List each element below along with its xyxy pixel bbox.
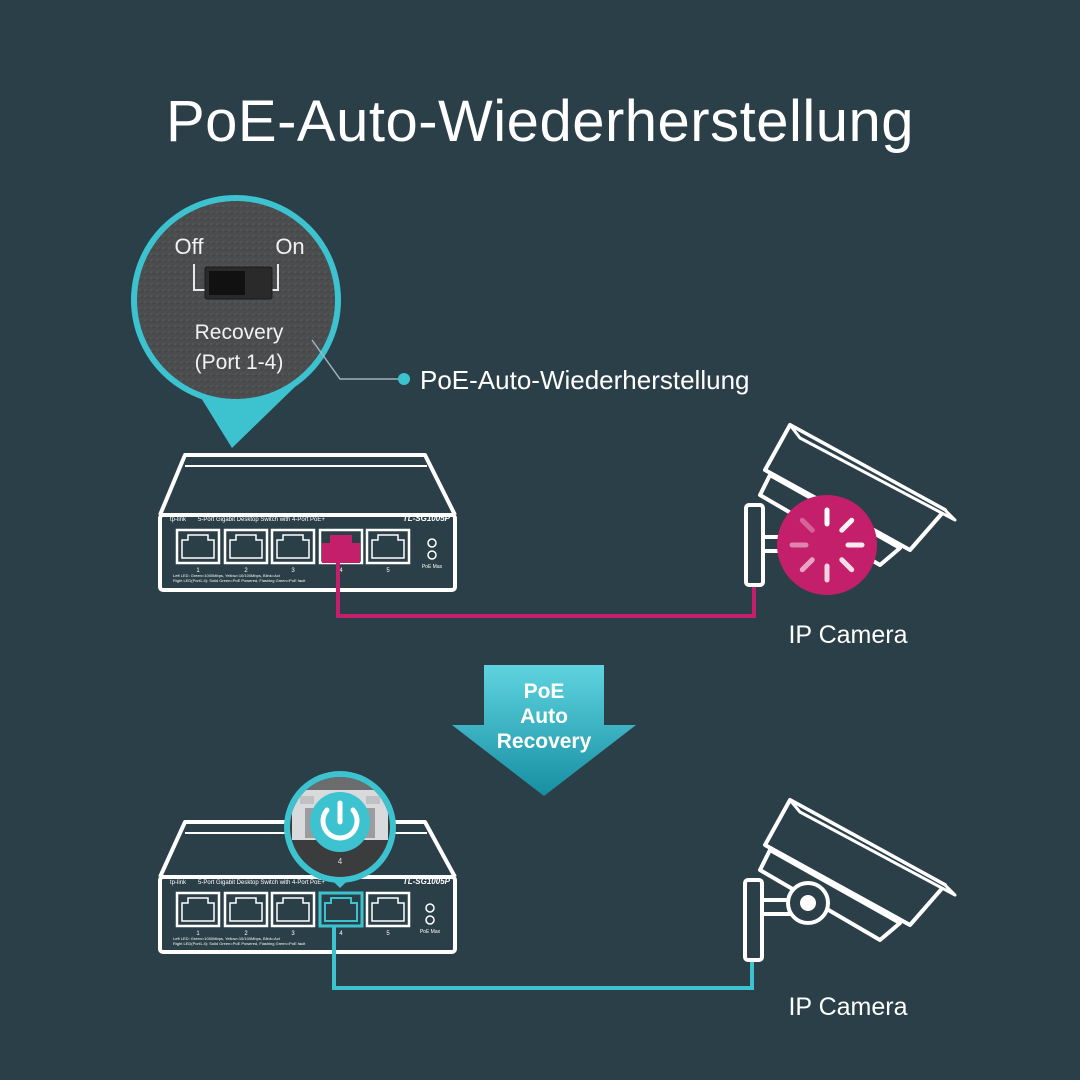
ethernet-port-3 (270, 891, 316, 928)
model-label: TL-SG1005P (403, 514, 451, 523)
camera-label-top: IP Camera (788, 621, 907, 649)
ethernet-port-5 (365, 528, 411, 565)
led-legend-line-2: Right LED(Port1-4): Solid Green=PoE Powe… (173, 578, 306, 583)
switch-top-lid (158, 453, 457, 516)
camera-lower-body (758, 848, 902, 942)
ethernet-port-5 (365, 891, 411, 928)
port-number-5: 5 (386, 568, 390, 574)
brand-logo: tp-link (170, 517, 187, 523)
ethernet-port-2 (223, 891, 269, 928)
ethernet-port-1 (175, 891, 221, 928)
camera-mount-plate (743, 878, 764, 962)
cable-fault (336, 563, 756, 618)
port-number-5: 5 (386, 931, 390, 937)
callout-texture (137, 201, 335, 399)
leader-dot (398, 373, 410, 385)
toggle-knob (209, 271, 245, 295)
network-switch-top: tp-link 5-Port Gigabit Desktop Switch wi… (158, 453, 457, 592)
ethernet-port-2 (223, 528, 269, 565)
feature-label: PoE-Auto-Wiederherstellung (420, 365, 750, 395)
camera-mount-plate (744, 503, 765, 587)
port-zoom-callout: 4 (284, 771, 396, 888)
brand-logo: tp-link (170, 880, 187, 886)
port-number-1: 1 (196, 568, 200, 574)
power-restore-icon (320, 800, 360, 841)
camera-visor (788, 423, 957, 522)
port-number-4: 4 (339, 568, 343, 574)
auto-recovery-arrow: PoE Auto Recovery (452, 665, 636, 796)
led-legend-line-2: Right LED(Port1-4): Solid Green=PoE Powe… (173, 941, 306, 946)
off-label: Off (175, 234, 205, 259)
switch-front-panel (158, 513, 457, 592)
camera-arm (760, 898, 792, 916)
on-label: On (275, 234, 304, 259)
port-number-2: 2 (244, 931, 248, 937)
poe-max-led-icon (425, 915, 435, 925)
off-bracket (193, 264, 206, 291)
switch-description: 5-Port Gigabit Desktop Switch with 4-Por… (198, 517, 325, 523)
faulted-port-4 (322, 543, 360, 563)
recovered-port-4 (318, 891, 364, 928)
zoom-port-number: 4 (338, 857, 343, 866)
port-number-2: 2 (244, 568, 248, 574)
down-arrow-shape (452, 665, 636, 796)
arrow-label-line-2: Auto (520, 705, 568, 728)
loading-spinner-icon (789, 507, 865, 583)
port-range-label: (Port 1-4) (195, 351, 284, 374)
power-led-icon (425, 903, 435, 913)
camera-visor (788, 798, 957, 897)
port-number-3: 3 (291, 568, 295, 574)
port-number-4: 4 (339, 931, 343, 937)
recovery-switch-callout: Off On Recovery (Port 1-4) PoE-Auto-Wied… (131, 195, 750, 448)
arrow-label-line-3: Recovery (497, 730, 592, 753)
poe-max-label: PoE Max (420, 929, 441, 935)
port-number-3: 3 (291, 931, 295, 937)
power-led-icon (427, 538, 437, 548)
led-legend-line-1: Left LED: Green=1000Mbps, Yellow=10/100M… (173, 573, 281, 578)
poe-max-led-icon (427, 550, 437, 560)
model-label: TL-SG1005P (403, 877, 451, 886)
leader-line (311, 339, 404, 380)
led-legend-line-1: Left LED: Green=1000Mbps, Yellow=10/100M… (173, 936, 281, 941)
ip-camera-top (744, 423, 957, 595)
ip-camera-bottom (743, 798, 957, 962)
switch-front-panel (158, 875, 457, 954)
port-number-1: 1 (196, 931, 200, 937)
switch-description: 5-Port Gigabit Desktop Switch with 4-Por… (198, 880, 325, 886)
ethernet-port-3 (270, 528, 316, 565)
ethernet-port-1 (175, 528, 221, 565)
arrow-label-line-1: PoE (524, 680, 565, 703)
page-title: PoE-Auto-Wiederherstellung (165, 89, 915, 154)
camera-label-bottom: IP Camera (788, 993, 907, 1021)
recovery-label: Recovery (195, 321, 284, 344)
network-switch-bottom: tp-link 5-Port Gigabit Desktop Switch wi… (158, 820, 457, 954)
cable-recovered (332, 926, 754, 990)
poe-max-label: PoE Max (422, 564, 443, 570)
